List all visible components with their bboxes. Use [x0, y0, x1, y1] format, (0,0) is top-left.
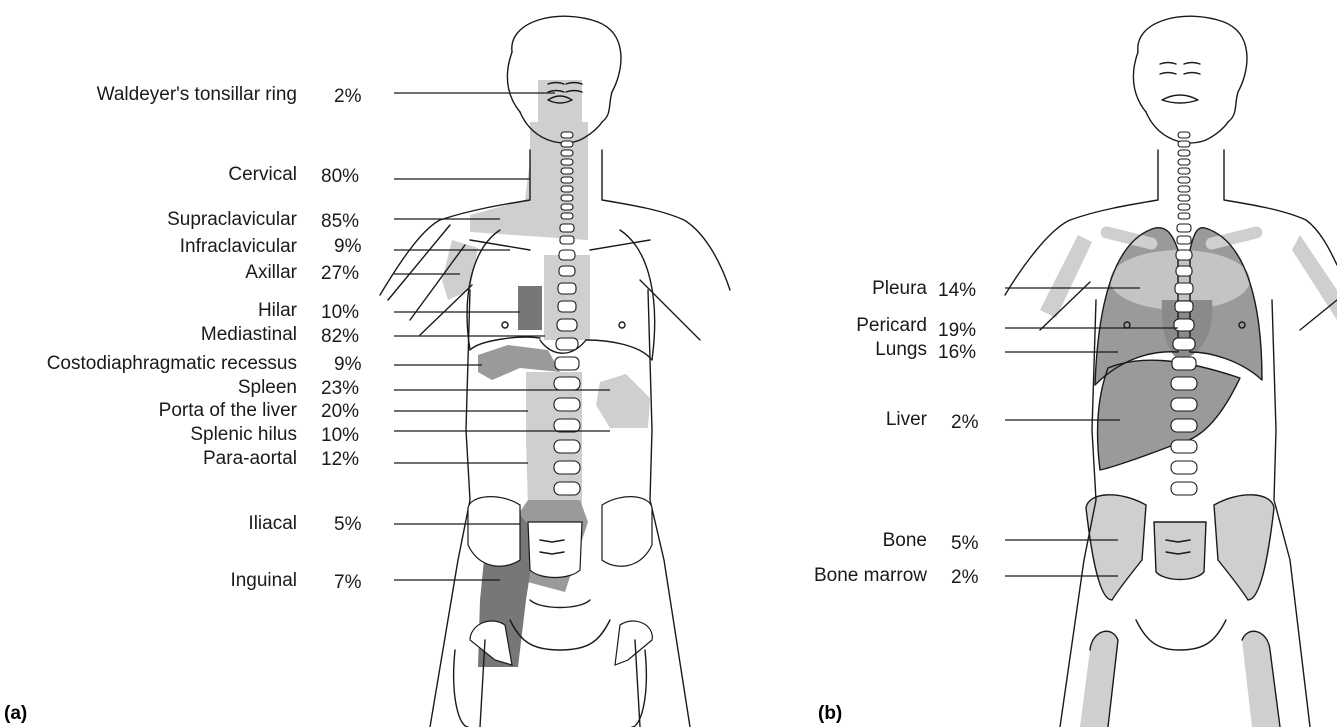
site-pct-mediastinal: 82% [321, 326, 359, 347]
site-pct-splenic-hilus: 10% [321, 425, 359, 446]
site-label-cervical: Cervical [228, 164, 297, 185]
site-label-iliacal: Iliacal [248, 513, 297, 534]
panel-a-labels: Waldeyer's tonsillar ring 2% Cervical 80… [47, 84, 362, 593]
bone-region-right [1214, 495, 1274, 600]
site-label-bone-marrow: Bone marrow [814, 565, 927, 586]
site-label-infraclavicular: Infraclavicular [180, 236, 298, 257]
site-pct-pericard: 19% [938, 320, 976, 341]
site-label-pericard: Pericard [856, 315, 927, 336]
site-pct-axillar: 27% [321, 263, 359, 284]
site-label-costodiaphragmatic: Costodiaphragmatic recessus [47, 353, 297, 374]
panel-b-labels: Pleura 14% Pericard 19% Lungs 16% Liver … [814, 278, 979, 588]
site-label-hilar: Hilar [258, 300, 298, 321]
site-pct-liver: 2% [951, 412, 979, 433]
site-pct-spleen: 23% [321, 378, 359, 399]
site-label-spleen: Spleen [238, 377, 297, 398]
site-pct-cervical: 80% [321, 166, 359, 187]
site-pct-pleura: 14% [938, 280, 976, 301]
site-label-axillar: Axillar [245, 262, 297, 283]
site-pct-hilar: 10% [321, 302, 359, 323]
site-pct-bone: 5% [951, 533, 979, 554]
site-pct-iliacal: 5% [334, 514, 362, 535]
site-pct-supraclavicular: 85% [321, 211, 359, 232]
humerus-region-right [1292, 235, 1337, 320]
site-label-inguinal: Inguinal [230, 570, 297, 591]
clavicle-region-right [1204, 225, 1263, 251]
site-label-lungs: Lungs [875, 339, 927, 360]
site-label-pleura: Pleura [872, 278, 927, 299]
hilar-region [518, 286, 542, 330]
sacrum-region [1154, 522, 1206, 580]
site-label-mediastinal: Mediastinal [201, 324, 297, 345]
site-pct-waldeyer: 2% [334, 86, 362, 107]
panel-a-lymph-regions [442, 80, 650, 667]
site-pct-lungs: 16% [938, 342, 976, 363]
waldeyer-region [538, 80, 582, 122]
site-pct-infraclavicular: 9% [334, 236, 362, 257]
site-label-supraclavicular: Supraclavicular [167, 209, 298, 230]
panel-b-tag: (b) [818, 703, 842, 724]
site-label-porta-liver: Porta of the liver [159, 400, 298, 421]
femur-region-left [1080, 631, 1118, 727]
site-pct-inguinal: 7% [334, 572, 362, 593]
panel-a-tag: (a) [4, 703, 27, 724]
site-pct-porta-liver: 20% [321, 401, 359, 422]
site-pct-costodiaphragmatic: 9% [334, 354, 362, 375]
site-label-liver: Liver [886, 409, 928, 430]
site-label-bone: Bone [883, 530, 927, 551]
panel-b-organ-regions [1040, 225, 1337, 727]
spleen-region [596, 374, 650, 428]
bone-region-left [1086, 495, 1146, 600]
panel-a-figure: Waldeyer's tonsillar ring 2% Cervical 80… [4, 16, 730, 727]
site-label-splenic-hilus: Splenic hilus [190, 424, 297, 445]
site-pct-para-aortal: 12% [321, 449, 359, 470]
site-pct-bone-marrow: 2% [951, 567, 979, 588]
panel-b-figure: Pleura 14% Pericard 19% Lungs 16% Liver … [814, 16, 1337, 727]
site-label-para-aortal: Para-aortal [203, 448, 297, 469]
site-label-waldeyer: Waldeyer's tonsillar ring [97, 84, 297, 105]
